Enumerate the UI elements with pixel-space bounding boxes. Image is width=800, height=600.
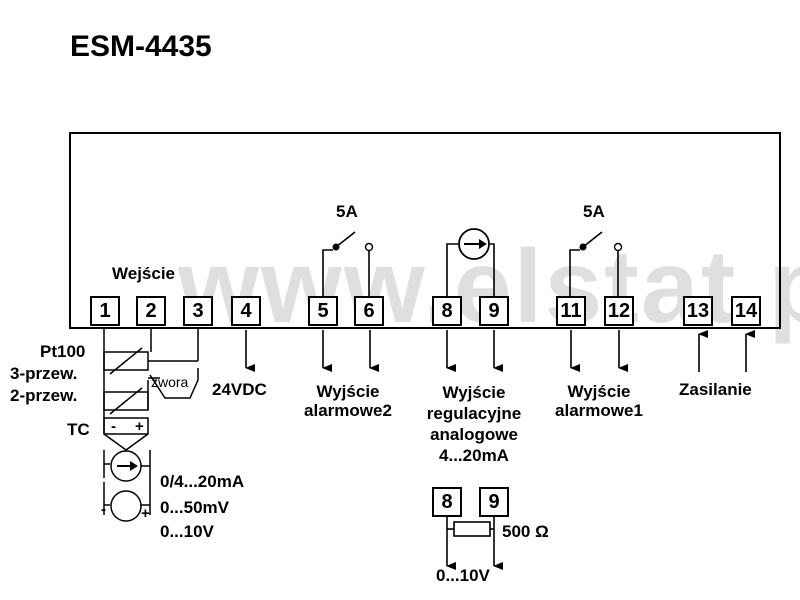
power-label: Zasilanie [679,380,752,399]
mv-range-label: 0...50mV [160,498,229,517]
relay2-rating-label: 5A [336,202,358,221]
current-source-arrow-icon [117,461,138,471]
analog-current-source-symbol [446,228,495,296]
analog-line4: 4...20mA [439,446,509,465]
resistor-label: 500 Ω [502,522,549,541]
terminal-14: 14 [731,296,761,326]
source-minus-sign: - [101,501,106,518]
terminal-6: 6 [354,296,384,326]
analog-line1: Wyjście [442,383,506,402]
terminal-13: 13 [683,296,713,326]
input-wiring [103,328,199,522]
relay1-rating-label: 5A [583,202,605,221]
terminal-8: 8 [432,296,462,326]
source-plus-sign: + [141,505,150,522]
terminal-12: 12 [604,296,634,326]
jumper-label: zwora [151,374,189,390]
terminal-arrows [245,330,755,372]
tc-plus-sign: + [135,418,144,435]
relay2-contact-symbol [322,231,374,296]
alarm1-line1: Wyjście [567,382,631,401]
analog-line2: regulacyjne [426,404,522,423]
relay1-contact-symbol [569,231,623,296]
terminal-11: 11 [556,296,586,326]
tc-minus-sign: - [111,418,116,435]
tc-label: TC [67,420,90,439]
supply-24vdc-label: 24VDC [212,380,267,399]
three-wire-label: 3-przew. [10,364,78,383]
analog-output-label: Wyjście regulacyjne analogowe 4...20mA [427,382,522,466]
analog-line3: analogowe [430,425,518,444]
device-title: ESM-4435 [70,30,212,63]
two-wire-label: 2-przew. [10,386,78,405]
alarm2-line1: Wyjście [316,382,380,401]
terminal-3: 3 [183,296,213,326]
device-housing [69,132,781,329]
v-range-label: 0...10V [160,522,214,541]
terminal-5: 5 [308,296,338,326]
terminal-9: 9 [479,296,509,326]
terminal-2: 2 [136,296,166,326]
alarm2-output-label: Wyjście alarmowe2 [304,382,392,420]
input-label: Wejście [112,264,176,283]
alarm1-line2: alarmowe1 [555,401,643,420]
current-range-label: 0/4...20mA [160,472,245,491]
pt100-label: Pt100 [40,342,86,361]
terminal-4: 4 [231,296,261,326]
alarm2-line2: alarmowe2 [304,401,392,420]
alarm1-output-label: Wyjście alarmowe1 [555,382,643,420]
watermark: www.elstat.pl [178,229,800,345]
voltage-output-label: 0...10V [436,566,490,585]
terminal-1: 1 [90,296,120,326]
resistor-output-wiring [446,517,503,570]
output-terminal-9: 9 [479,487,509,517]
output-terminal-8: 8 [432,487,462,517]
